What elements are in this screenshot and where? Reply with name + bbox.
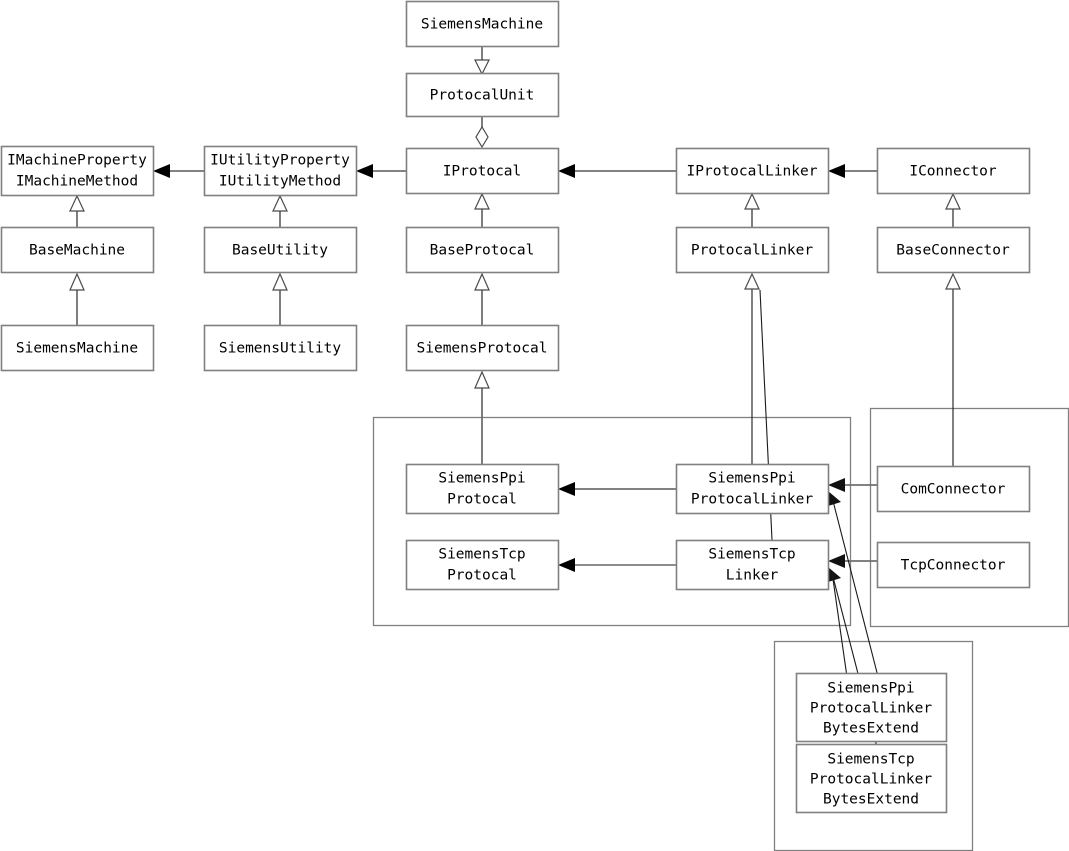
class-label-siemensmachine: SiemensMachine — [16, 341, 138, 357]
arrowhead-hollow-diamond — [475, 125, 489, 149]
class-box-siemensprotocal[interactable]: SiemensProtocal — [405, 324, 560, 372]
package-protocal-impl — [372, 416, 852, 627]
class-label-siemensppilinker-line2: ProtocalLinker — [691, 492, 813, 508]
arrowhead-hollow-triangle-siemensprotocal — [474, 370, 490, 389]
class-box-iutility[interactable]: IUtilityProperty IUtilityMethod — [203, 145, 358, 197]
class-box-iprotocal[interactable]: IProtocal — [405, 147, 560, 195]
class-label-tcpbytesextend-line2: ProtocalLinker — [810, 772, 932, 788]
class-label-baseconnector: BaseConnector — [896, 243, 1010, 259]
edge-ppibytesextend-ppilinker — [831, 496, 885, 701]
class-label-protocallinker: ProtocalLinker — [691, 243, 813, 259]
class-label-tcpbytesextend-line3: BytesExtend — [823, 792, 919, 808]
arrowhead-solid-diagonal-tcplinker — [828, 567, 841, 582]
class-label-siemensutility: SiemensUtility — [219, 341, 341, 357]
class-label-iprotocal: IProtocal — [443, 164, 522, 180]
class-label-iprotocallinker: IProtocalLinker — [687, 164, 818, 180]
arrowhead-solid-left-ppiprotocal — [558, 482, 575, 496]
arrowhead-hollow-triangle-protocallinker — [744, 272, 760, 290]
arrowhead-solid-left-iprotocallinker — [828, 164, 845, 178]
arrowhead-hollow-triangle-iprotocallinker2 — [744, 192, 760, 210]
arrowhead-solid-diagonal-ppilinker — [828, 491, 841, 506]
class-box-ppibytesextend[interactable]: SiemensPpi ProtocalLinker BytesExtend — [795, 672, 948, 743]
edge-layer — [69, 47, 961, 783]
class-box-protocalunit[interactable]: ProtocalUnit — [405, 72, 560, 118]
class-label-tcpbytesextend-line1: SiemensTcp — [827, 752, 914, 768]
arrowhead-solid-left-ppilinker — [828, 478, 845, 492]
arrowhead-solid-left-iutility — [356, 164, 373, 178]
arrowhead-solid-left-tcplinker — [828, 554, 845, 568]
class-label-siemensmachine-top: SiemensMachine — [421, 17, 543, 33]
class-label-basemachine: BaseMachine — [29, 243, 125, 259]
class-box-imachine[interactable]: IMachineProperty IMachineMethod — [0, 145, 155, 197]
class-label-iutilityproperty: IUtilityProperty — [210, 153, 350, 169]
arrowhead-hollow-triangle-down — [474, 59, 490, 76]
arrowhead-hollow-triangle-basemachine — [69, 272, 85, 291]
class-box-siemensmachine[interactable]: SiemensMachine — [0, 324, 155, 372]
class-label-ppibytesextend-line1: SiemensPpi — [827, 681, 914, 697]
class-box-baseconnector[interactable]: BaseConnector — [876, 226, 1031, 274]
arrowhead-hollow-triangle-iutility — [272, 194, 288, 212]
class-box-layer: SiemensMachine ProtocalUnit IMachineProp… — [0, 0, 1031, 814]
arrowhead-hollow-triangle-baseconnector — [945, 272, 961, 290]
class-label-ppibytesextend-line3: BytesExtend — [823, 721, 919, 737]
class-label-comconnector: ComConnector — [901, 482, 1006, 498]
class-label-imachinemethod: IMachineMethod — [16, 174, 138, 190]
arrowhead-hollow-triangle-iconnector — [945, 192, 961, 210]
class-label-ppibytesextend-line2: ProtocalLinker — [810, 701, 932, 717]
arrowhead-solid-left-tcpprotocal — [558, 558, 575, 572]
class-box-iconnector[interactable]: IConnector — [876, 147, 1031, 195]
class-label-protocalunit: ProtocalUnit — [430, 88, 535, 104]
class-label-iconnector: IConnector — [909, 164, 997, 180]
class-label-siemensppilinker-line1: SiemensPpi — [708, 471, 795, 487]
package-connector-impl — [869, 407, 1069, 628]
class-label-tcpconnector: TcpConnector — [901, 558, 1006, 574]
class-label-siemensppiprotocal-line2: Protocal — [447, 492, 517, 508]
class-label-siemensppiprotocal-line1: SiemensPpi — [438, 471, 525, 487]
class-label-iutilitymethod: IUtilityMethod — [219, 174, 341, 190]
class-box-siemensutility[interactable]: SiemensUtility — [203, 324, 358, 372]
class-label-siemenstcpprotocal-line2: Protocal — [447, 568, 517, 584]
class-box-siemensmachine-top[interactable]: SiemensMachine — [405, 0, 560, 48]
arrowhead-hollow-triangle-iprotocal2 — [474, 192, 490, 210]
class-box-siemensppiprotocal[interactable]: SiemensPpi Protocal — [405, 463, 560, 515]
arrowhead-hollow-triangle-imachine — [69, 194, 85, 212]
arrowhead-hollow-triangle-baseprotocal — [474, 272, 490, 291]
class-box-siemenstcpprotocal[interactable]: SiemensTcp Protocal — [405, 539, 560, 591]
class-box-tcpconnector[interactable]: TcpConnector — [876, 541, 1031, 589]
class-label-baseprotocal: BaseProtocal — [430, 243, 535, 259]
class-box-baseprotocal[interactable]: BaseProtocal — [405, 226, 560, 274]
arrowhead-hollow-triangle-baseutility — [272, 272, 288, 291]
class-box-comconnector[interactable]: ComConnector — [876, 465, 1031, 513]
class-box-basemachine[interactable]: BaseMachine — [0, 226, 155, 274]
arrowhead-solid-left-iprotocal — [558, 164, 575, 178]
class-label-imachineproperty: IMachineProperty — [7, 153, 147, 169]
class-box-baseutility[interactable]: BaseUtility — [203, 226, 358, 274]
class-box-siemenstcplinker[interactable]: SiemensTcp Linker — [675, 539, 830, 591]
class-label-siemenstcpprotocal-line1: SiemensTcp — [438, 547, 525, 563]
class-label-siemenstcplinker-line2: Linker — [726, 568, 779, 584]
class-box-siemensppilinker[interactable]: SiemensPpi ProtocalLinker — [675, 463, 830, 515]
class-label-siemensprotocal: SiemensProtocal — [417, 341, 548, 357]
class-box-tcpbytesextend[interactable]: SiemensTcp ProtocalLinker BytesExtend — [795, 743, 948, 814]
class-box-iprotocallinker[interactable]: IProtocalLinker — [675, 147, 830, 195]
class-box-protocallinker[interactable]: ProtocalLinker — [675, 226, 830, 274]
arrowhead-solid-left-imachine — [153, 164, 170, 178]
class-label-siemenstcplinker-line1: SiemensTcp — [708, 547, 795, 563]
class-label-baseutility: BaseUtility — [232, 243, 328, 259]
